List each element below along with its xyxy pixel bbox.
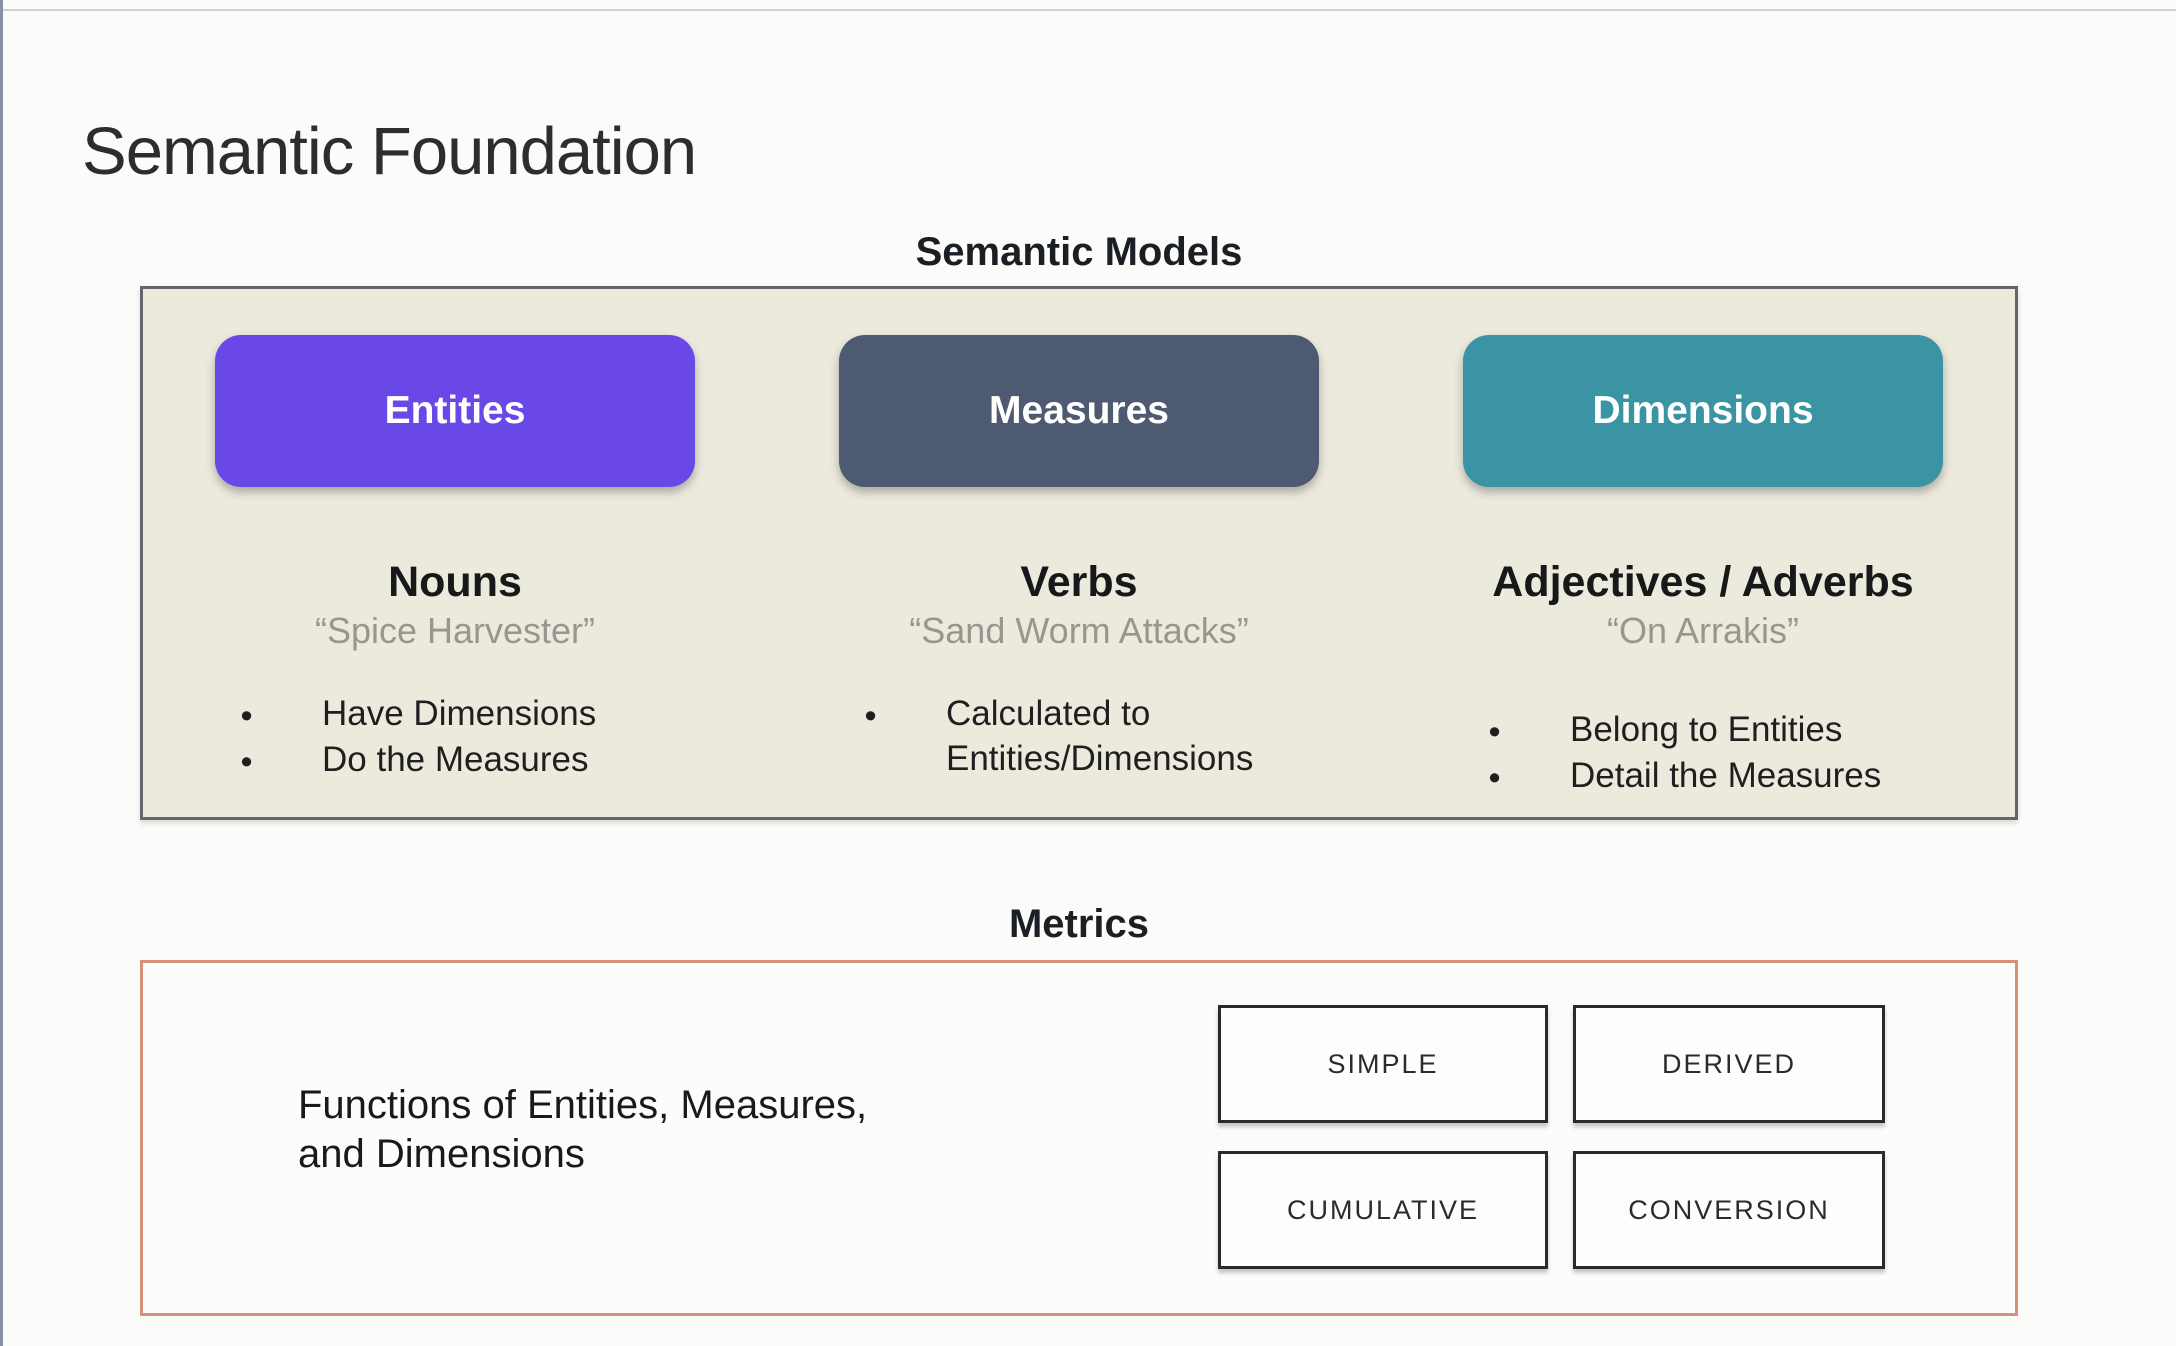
list-item: Calculated to Entities/Dimensions xyxy=(864,692,1294,782)
bullet-text: Calculated to Entities/Dimensions xyxy=(946,694,1254,779)
measures-bullet-list: Calculated to Entities/Dimensions xyxy=(864,692,1294,782)
metrics-heading: Metrics xyxy=(1008,902,1150,946)
slide-title: Semantic Foundation xyxy=(82,113,697,189)
entities-bullet-list: Have Dimensions Do the Measures xyxy=(240,692,670,783)
metric-type-simple: SIMPLE xyxy=(1218,1005,1548,1123)
dimensions-column: Dimensions Adjectives / Adverbs “On Arra… xyxy=(1391,289,2015,817)
list-item: Have Dimensions xyxy=(240,692,670,738)
measures-box: Measures xyxy=(839,335,1319,487)
metrics-panel: Functions of Entities, Measures, and Dim… xyxy=(140,960,2018,1316)
entities-column: Entities Nouns “Spice Harvester” Have Di… xyxy=(143,289,767,817)
list-item: Belong to Entities xyxy=(1488,708,1918,754)
entities-box: Entities xyxy=(215,335,695,487)
metric-type-conversion: CONVERSION xyxy=(1573,1151,1885,1269)
metric-type-grid: SIMPLE DERIVED CUMULATIVE CONVERSION xyxy=(1218,1005,1885,1269)
metric-type-cumulative: CUMULATIVE xyxy=(1218,1151,1548,1269)
measures-example: “Sand Worm Attacks” xyxy=(909,610,1249,652)
dimensions-box: Dimensions xyxy=(1463,335,1943,487)
entities-example: “Spice Harvester” xyxy=(314,610,596,652)
bullet-text: Belong to Entities xyxy=(1570,710,1843,750)
dimensions-bullet-list: Belong to Entities Detail the Measures xyxy=(1488,708,1918,799)
window-top-edge xyxy=(3,9,2176,11)
dimensions-example: “On Arrakis” xyxy=(1606,610,1800,652)
window-left-edge xyxy=(0,0,3,1346)
list-item: Do the Measures xyxy=(240,738,670,784)
list-item: Detail the Measures xyxy=(1488,754,1918,800)
dimensions-part-of-speech: Adjectives / Adverbs xyxy=(1492,558,1914,606)
measures-part-of-speech: Verbs xyxy=(1020,558,1138,606)
bullet-text: Have Dimensions xyxy=(322,694,597,734)
entities-part-of-speech: Nouns xyxy=(388,558,522,606)
semantic-models-panel: Entities Nouns “Spice Harvester” Have Di… xyxy=(140,286,2018,820)
bullet-text: Detail the Measures xyxy=(1570,755,1882,795)
measures-column: Measures Verbs “Sand Worm Attacks” Calcu… xyxy=(767,289,1391,817)
semantic-models-heading: Semantic Models xyxy=(915,230,1243,274)
metrics-description: Functions of Entities, Measures, and Dim… xyxy=(298,1083,868,1176)
bullet-text: Do the Measures xyxy=(322,739,589,779)
metric-type-derived: DERIVED xyxy=(1573,1005,1885,1123)
